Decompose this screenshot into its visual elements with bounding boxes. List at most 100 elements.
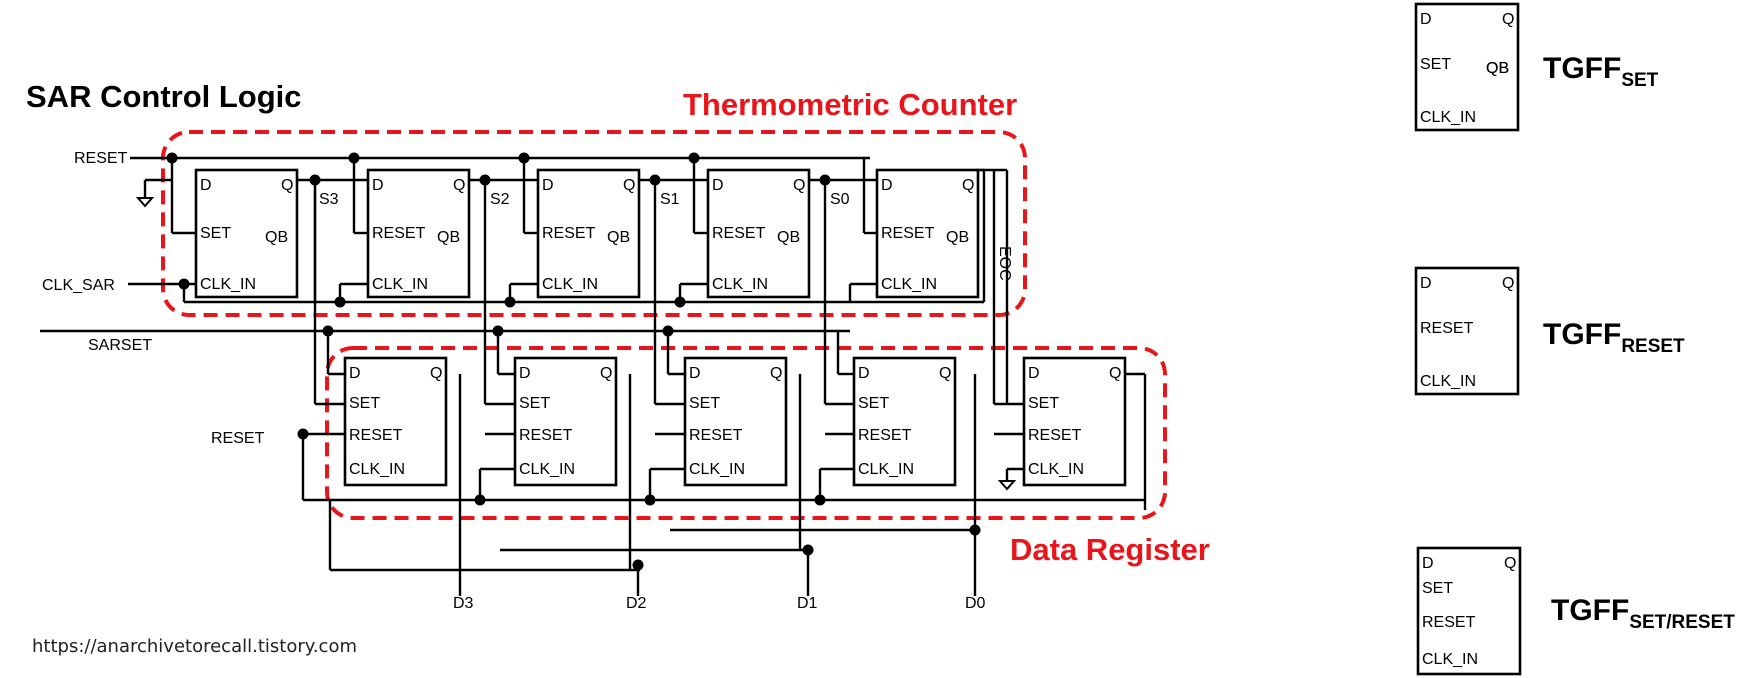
legend-tgff-set-label: TGFFSET (1543, 52, 1659, 91)
pin-label: SET (1422, 580, 1453, 597)
pin-qb-label: QB (946, 229, 969, 246)
pin-label: CLK_IN (542, 276, 598, 293)
pin-q-label: Q (962, 177, 974, 194)
counter-wiring (40, 156, 1009, 404)
pin-label: SET (1420, 56, 1451, 73)
d3-output-label: D3 (453, 595, 474, 612)
flip-flop-body (875, 168, 980, 299)
pin-qb-label: QB (1486, 60, 1509, 77)
s3-label: S3 (319, 191, 339, 208)
flip-flop-body (513, 356, 618, 487)
pin-qb-label: QB (777, 229, 800, 246)
pin-label: SET (689, 395, 720, 412)
pin-label: RESET (349, 427, 403, 444)
flip-flop-body (1414, 266, 1520, 396)
s0-label: S0 (830, 191, 850, 208)
pin-label: CLK_IN (200, 276, 256, 293)
flip-flop-body (194, 168, 299, 299)
pin-label: RESET (1420, 320, 1474, 337)
pin-q-label: Q (1504, 555, 1516, 572)
flip-flop-body (536, 168, 641, 299)
legend: TGFFSET TGFFRESET TGFFSET/RESET (1543, 52, 1735, 633)
pin-label: CLK_IN (881, 276, 937, 293)
sarset-label: SARSET (88, 337, 152, 354)
pin-label: CLK_IN (1420, 373, 1476, 390)
s1-label: S1 (660, 191, 680, 208)
pin-label: CLK_IN (858, 461, 914, 478)
legend-tgff-setreset-label: TGFFSET/RESET (1551, 594, 1735, 633)
flip-flop-body (683, 356, 788, 487)
pin-d-label: D (542, 177, 554, 194)
pin-q-label: Q (793, 177, 805, 194)
pin-label: RESET (712, 225, 766, 242)
flip-flop-body (706, 168, 811, 299)
pin-q-label: Q (430, 365, 442, 382)
pin-q-label: Q (600, 365, 612, 382)
pin-label: CLK_IN (349, 461, 405, 478)
pin-label: SET (858, 395, 889, 412)
pin-d-label: D (881, 177, 893, 194)
flip-flop-body (1022, 356, 1127, 487)
reset-bottom-label: RESET (211, 430, 265, 447)
d1-output-label: D1 (797, 595, 818, 612)
pin-label: CLK_IN (1028, 461, 1084, 478)
pin-label: RESET (372, 225, 426, 242)
pin-label: SET (519, 395, 550, 412)
pin-label: SET (349, 395, 380, 412)
register-flip-flop-1: D Q SET RESET CLK_IN (513, 356, 618, 487)
flip-flop-layer: D Q SET CLK_IN QB D Q RESET CLK_IN QB D Q RESET CLK_I… (194, 2, 1522, 676)
pin-qb-label: QB (437, 229, 460, 246)
d0-output-label: D0 (965, 595, 986, 612)
pin-label: RESET (1028, 427, 1082, 444)
source-url: https://anarchivetorecall.tistory.com (32, 636, 357, 657)
d2-output-label: D2 (626, 595, 647, 612)
thermometric-counter-label: Thermometric Counter (683, 87, 1017, 122)
pin-qb-label: QB (607, 229, 630, 246)
pin-label: CLK_IN (689, 461, 745, 478)
pin-q-label: Q (453, 177, 465, 194)
pin-d-label: D (1028, 365, 1040, 382)
pin-q-label: Q (1502, 275, 1514, 292)
register-flip-flop-0: D Q SET RESET CLK_IN (343, 356, 448, 487)
pin-d-label: D (519, 365, 531, 382)
pin-label: SET (200, 225, 231, 242)
pin-d-label: D (200, 177, 212, 194)
pin-d-label: D (1420, 11, 1432, 28)
reset-top-label: RESET (74, 150, 128, 167)
pin-label: RESET (881, 225, 935, 242)
eoc-label: EOC (996, 246, 1013, 281)
data-register-label: Data Register (1010, 532, 1210, 567)
s2-label: S2 (490, 191, 510, 208)
pin-label: CLK_IN (519, 461, 575, 478)
pin-qb-label: QB (1486, 60, 1509, 77)
pin-q-label: Q (1109, 365, 1121, 382)
flip-flop-body (852, 356, 957, 487)
pin-label: RESET (519, 427, 573, 444)
diagram-title: SAR Control Logic (26, 79, 302, 114)
legend-tgff-reset-label: TGFFRESET (1543, 318, 1685, 357)
flip-flop-body (343, 356, 448, 487)
pin-label: CLK_IN (712, 276, 768, 293)
pin-label: RESET (858, 427, 912, 444)
pin-q-label: Q (770, 365, 782, 382)
clk-sar-label: CLK_SAR (42, 277, 115, 294)
pin-d-label: D (689, 365, 701, 382)
flip-flop-body (1414, 2, 1520, 132)
flip-flop-body (1416, 546, 1522, 676)
junction-dots (166, 152, 981, 571)
flip-flop-body (366, 168, 471, 299)
pin-d-label: D (349, 365, 361, 382)
pin-d-label: D (372, 177, 384, 194)
pin-q-label: Q (623, 177, 635, 194)
pin-label: RESET (1422, 614, 1476, 631)
thermometric-counter-group (161, 130, 1027, 317)
pin-label: SET (1028, 395, 1059, 412)
